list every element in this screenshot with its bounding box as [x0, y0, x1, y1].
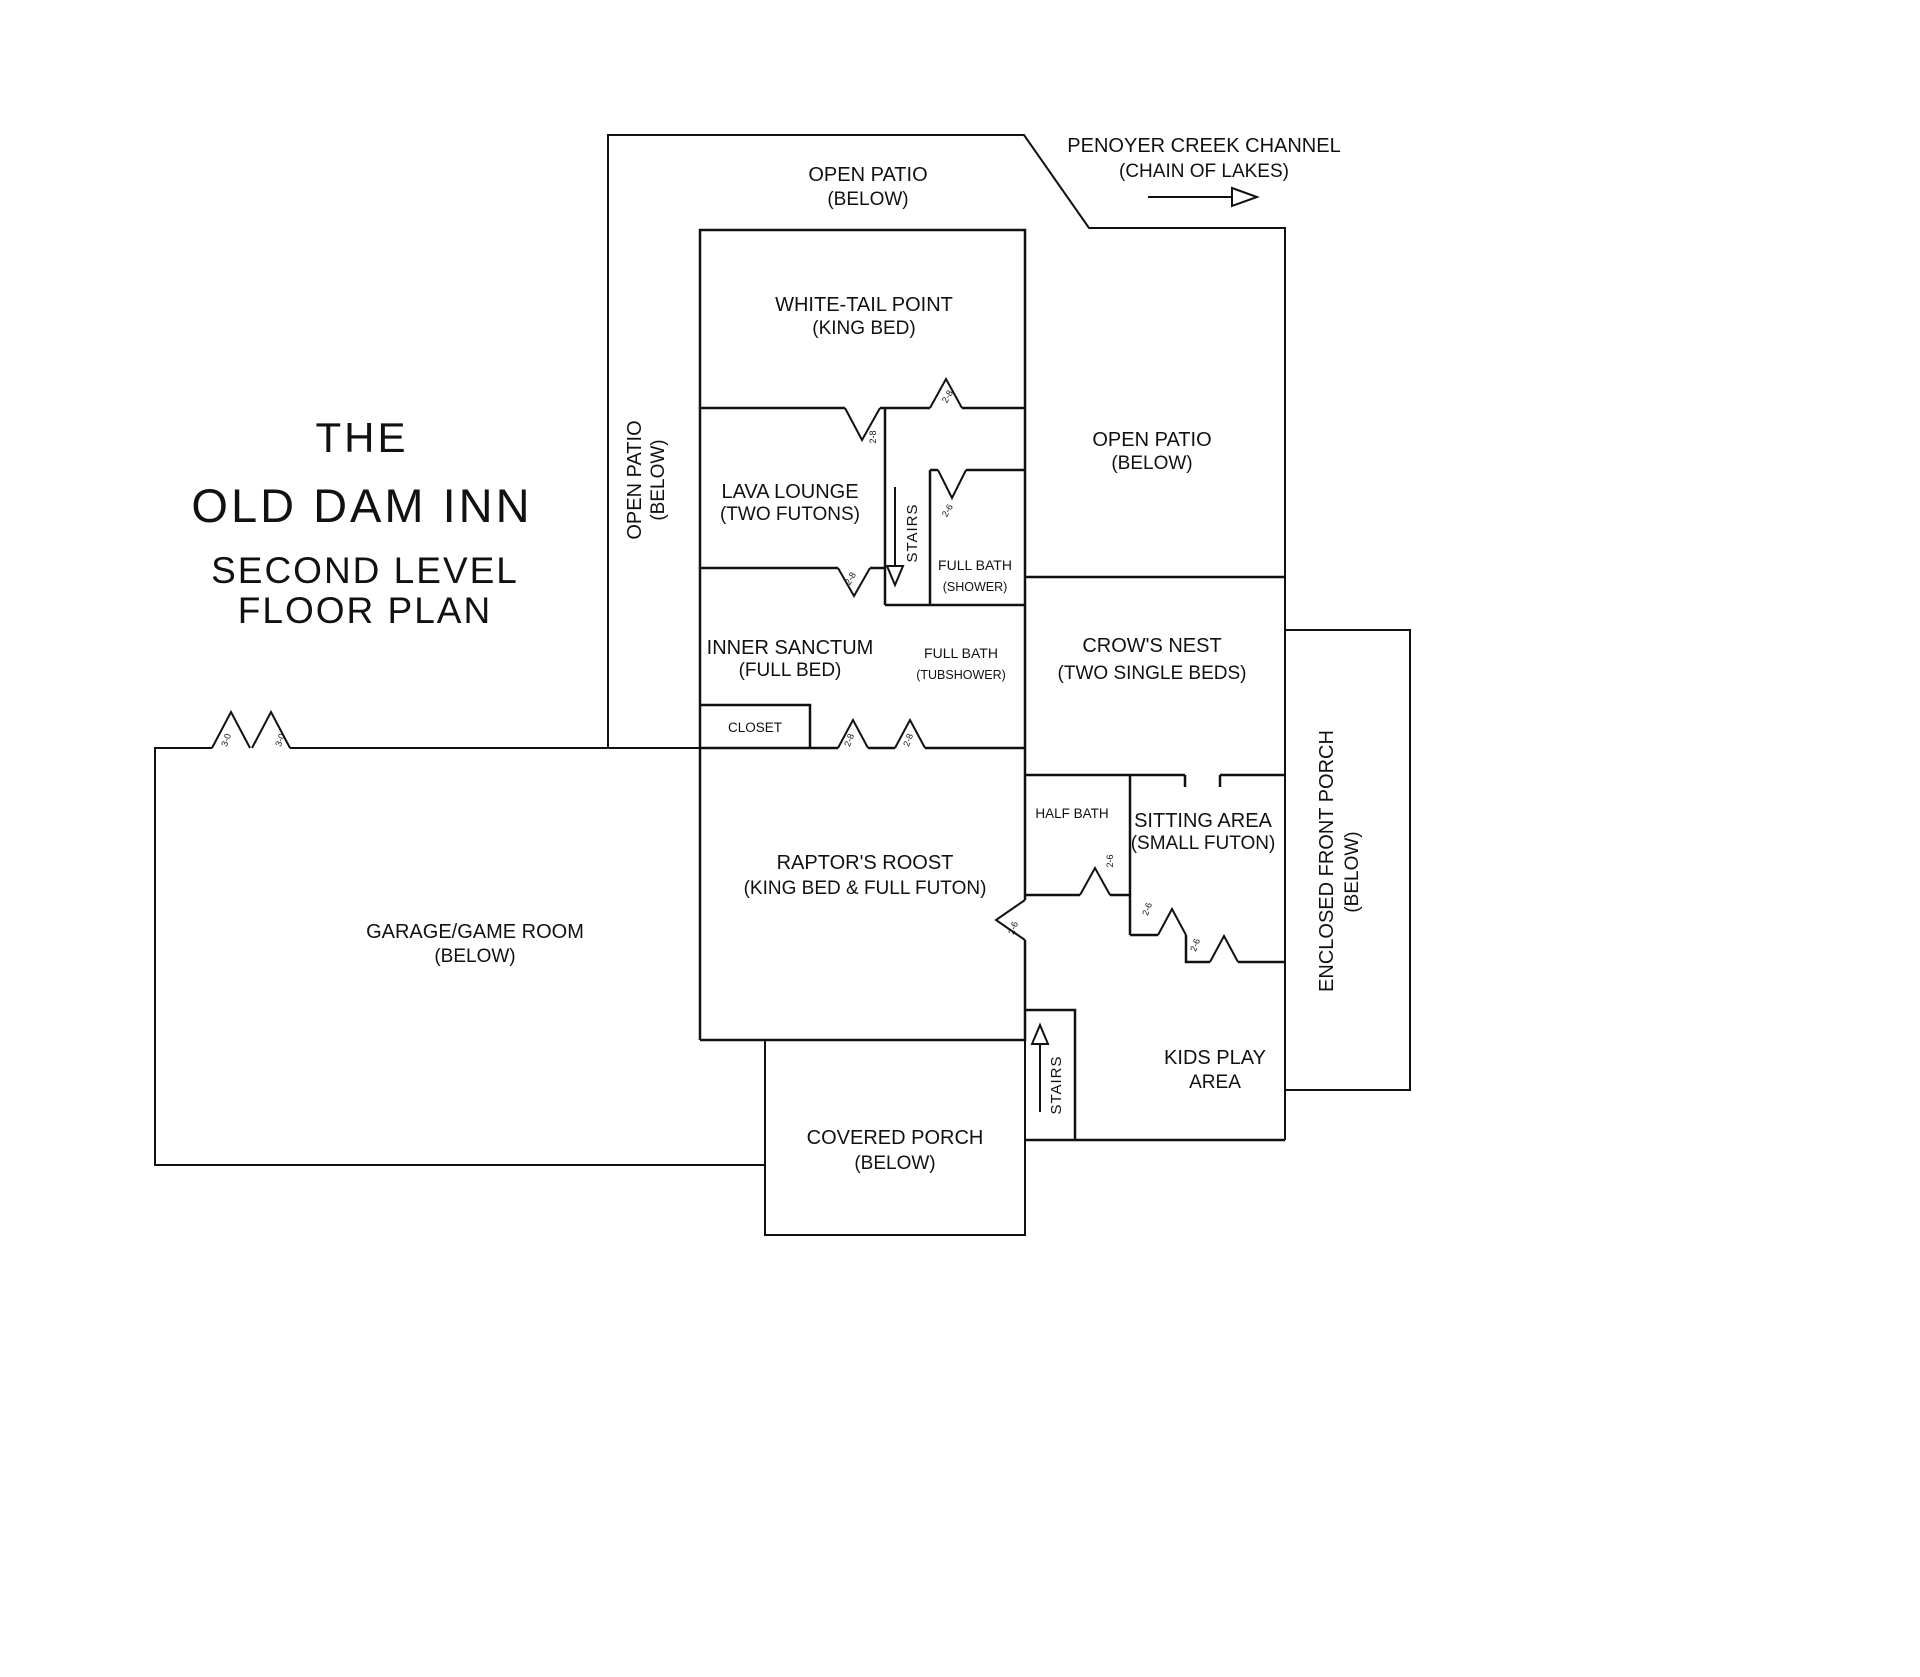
room-label-full-bath-tub: FULL BATH: [924, 645, 998, 661]
stairs-down-arrow: [885, 487, 905, 588]
door-dim-label: 2-6: [1006, 920, 1020, 936]
door-dim-label: 2-8: [842, 732, 856, 748]
creek-arrow: [1148, 186, 1260, 208]
creek-arrow-head: [1231, 186, 1260, 208]
door-dim-label: 2-6: [1188, 937, 1202, 953]
door-dim-label: 2-6: [1105, 854, 1115, 867]
main-building-walls: [698, 228, 1285, 1142]
stairs-down-arrow-head: [885, 565, 905, 588]
room-label-garage-game-room: GARAGE/GAME ROOM: [366, 921, 584, 943]
room-sublabel-open-patio-top: (BELOW): [827, 189, 908, 210]
door-swing-garage-left: [211, 709, 251, 749]
walls-group: [154, 134, 1411, 1236]
room-label-raptors-roost: RAPTOR'S ROOST: [777, 852, 954, 874]
title-line-3: SECOND LEVEL: [211, 550, 519, 591]
stairs-up-arrow: [1030, 1022, 1050, 1112]
door-swing-hall-upper: [844, 407, 881, 443]
door-swing-garage-right: [251, 709, 291, 749]
door-swing-white-tail: [929, 376, 963, 409]
title-line-2: OLD DAM INN: [191, 479, 532, 532]
room-sublabel-raptors-roost: (KING BED & FULL FUTON): [744, 878, 987, 899]
door-dim-label: 3-0: [219, 732, 233, 748]
room-label-inner-sanctum: INNER SANCTUM: [707, 637, 874, 659]
room-label-stairs-up: STAIRS: [1048, 1055, 1065, 1114]
door-dim-label: 2-8: [868, 430, 878, 443]
room-label-half-bath: HALF BATH: [1035, 806, 1108, 821]
room-sublabel-full-bath-shower: (SHOWER): [943, 580, 1008, 594]
open-patio-outline-wall: [607, 134, 1286, 1140]
creek-sublabel: (CHAIN OF LAKES): [1119, 161, 1289, 182]
room-label-full-bath-shower: FULL BATH: [938, 557, 1012, 573]
enclosed-front-porch-outline-wall: [1285, 629, 1411, 1091]
room-sublabel-sitting-area: (SMALL FUTON): [1131, 833, 1276, 854]
room-sublabel-full-bath-tub: (TUBSHOWER): [916, 668, 1006, 682]
garage-outline-wall: [154, 747, 765, 1166]
room-label-stairs-down: STAIRS: [904, 503, 921, 562]
room-label-crows-nest: CROW'S NEST: [1082, 635, 1221, 657]
door-swing-half-bath: [1079, 865, 1111, 896]
room-sublabel-kids-play-area: AREA: [1189, 1072, 1241, 1093]
room-label-closet: CLOSET: [728, 720, 782, 735]
creek-label: PENOYER CREEK CHANNEL: [1067, 135, 1340, 157]
room-label-covered-porch: COVERED PORCH: [807, 1127, 984, 1149]
room-label-sitting-area: SITTING AREA: [1134, 810, 1272, 832]
room-sublabel-lava-lounge: (TWO FUTONS): [720, 504, 860, 525]
room-sublabel-crows-nest: (TWO SINGLE BEDS): [1058, 663, 1247, 684]
door-dim-label: 2-8: [901, 732, 915, 748]
door-swing-inner-sanctum: [837, 567, 871, 599]
creek-annotation: PENOYER CREEK CHANNEL (CHAIN OF LAKES): [1067, 135, 1340, 182]
room-sublabel-inner-sanctum: (FULL BED): [739, 660, 842, 681]
door-dim-label: 3-0: [273, 732, 287, 748]
room-label-white-tail-point: WHITE-TAIL POINT: [775, 294, 953, 316]
room-sublabel-white-tail-point: (KING BED): [812, 318, 915, 339]
room-label-enclosed-front-porch: ENCLOSED FRONT PORCH: [1316, 730, 1338, 992]
doors-group: [211, 376, 1239, 963]
door-swing-kids-play: [994, 899, 1026, 941]
room-label-open-patio-right: OPEN PATIO: [1092, 429, 1211, 451]
room-label-open-patio-top: OPEN PATIO: [808, 164, 927, 186]
door-swing-sitting-1: [1157, 906, 1187, 936]
covered-porch-outline-wall: [764, 1040, 1026, 1236]
title-line-4: FLOOR PLAN: [238, 590, 492, 631]
room-labels-group: OPEN PATIO (BELOW) WHITE-TAIL POINT (KIN…: [366, 164, 1363, 1174]
room-sublabel-open-patio-right: (BELOW): [1111, 453, 1192, 474]
room-sublabel-open-patio-left: (BELOW): [648, 439, 669, 520]
room-sublabel-covered-porch: (BELOW): [854, 1153, 935, 1174]
room-label-lava-lounge: LAVA LOUNGE: [721, 481, 858, 503]
door-swing-raptors-left: [837, 717, 869, 749]
plan-title: THE OLD DAM INN SECOND LEVEL FLOOR PLAN: [191, 414, 532, 631]
room-label-open-patio-left: OPEN PATIO: [624, 420, 646, 539]
door-swing-sitting-2: [1209, 933, 1239, 963]
door-dimension-labels: 2-8 2-8 2-6 2-8 2-8 2-8 3-0 3-0 2-6 2-6 …: [219, 388, 1202, 952]
door-dim-label: 2-6: [940, 502, 955, 518]
door-dim-label: 2-6: [1140, 901, 1154, 917]
door-swing-raptors-right: [894, 717, 926, 749]
room-sublabel-garage-game-room: (BELOW): [434, 946, 515, 967]
room-label-kids-play-area: KIDS PLAY: [1164, 1047, 1266, 1069]
title-line-1: THE: [316, 414, 409, 461]
door-swing-full-bath-shower: [937, 469, 967, 501]
room-sublabel-enclosed-front-porch: (BELOW): [1342, 831, 1363, 912]
stairs-up-arrow-head: [1030, 1022, 1050, 1045]
